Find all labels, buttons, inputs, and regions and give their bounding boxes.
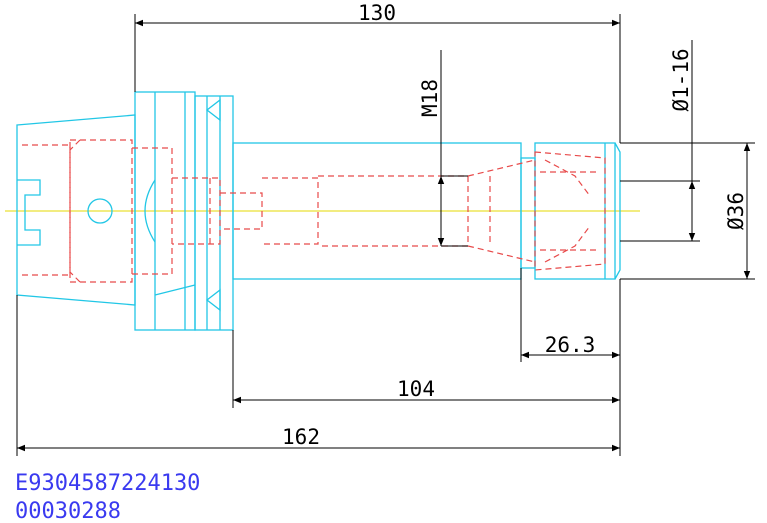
dimension-130-label: 130 — [358, 1, 396, 25]
dimension-162-label: 162 — [282, 425, 320, 449]
dimension-clamp-range: Ø1-16 — [620, 40, 700, 242]
dimension-clamp-range-label: Ø1-16 — [669, 48, 693, 111]
dimension-104: 104 — [232, 330, 621, 408]
dimension-130: 130 — [134, 1, 621, 143]
hidden-lines — [22, 139, 606, 283]
dimension-26-3: 26.3 — [520, 268, 621, 362]
dimension-m18-label: M18 — [418, 79, 442, 117]
dimension-36: Ø36 — [620, 142, 755, 280]
dimension-m18: M18 — [418, 50, 468, 247]
dimension-36-label: Ø36 — [724, 192, 748, 230]
serial-number: 00030288 — [15, 499, 121, 523]
dimension-104-label: 104 — [397, 377, 435, 401]
part-number: E9304587224130 — [15, 471, 200, 496]
dimension-162: 162 — [16, 295, 621, 456]
dimension-26-3-label: 26.3 — [545, 333, 596, 357]
